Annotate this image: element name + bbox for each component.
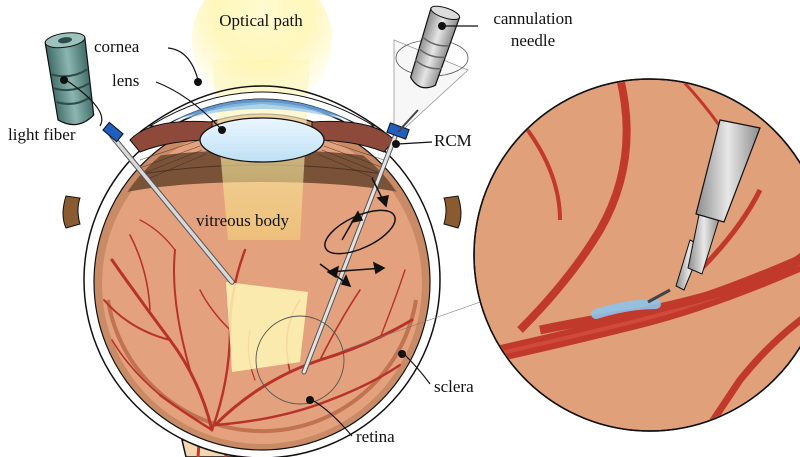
light-spot bbox=[226, 282, 308, 372]
zoom-inset bbox=[470, 78, 800, 440]
light-fiber-trocar bbox=[103, 122, 123, 141]
cannulation-label-line2: needle bbox=[478, 32, 588, 50]
retina-label: retina bbox=[356, 428, 395, 446]
lens-label: lens bbox=[112, 72, 139, 90]
sclera-label: sclera bbox=[434, 378, 474, 396]
cornea-label: cornea bbox=[94, 38, 139, 56]
rcm-label: RCM bbox=[434, 132, 472, 150]
lens-shape bbox=[200, 118, 324, 162]
cannulation-label-line1: cannulation bbox=[478, 10, 588, 28]
light-fiber-handle bbox=[45, 37, 96, 127]
optical-path-label: Optical path bbox=[196, 12, 326, 30]
vitreous-body-label: vitreous body bbox=[196, 212, 289, 230]
light-fiber-label: light fiber bbox=[8, 126, 76, 144]
